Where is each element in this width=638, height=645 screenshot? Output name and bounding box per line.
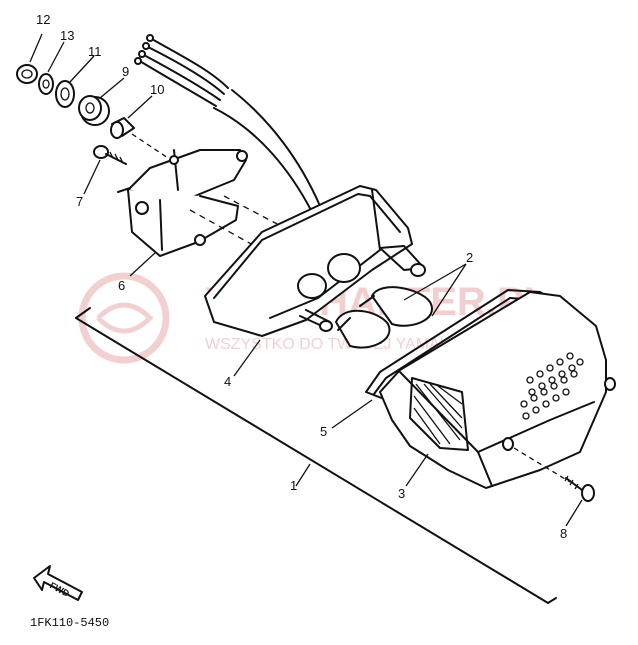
- assembly-frame-line: [75, 307, 549, 604]
- callout-5: 5: [320, 424, 327, 439]
- nut-part-12: [16, 64, 38, 84]
- fwd-label: FWD: [48, 580, 71, 599]
- washer-part-13: [38, 73, 54, 95]
- collar-part-10: [110, 117, 135, 139]
- bulb-part-2: [335, 286, 433, 349]
- callout-6: 6: [118, 278, 125, 293]
- wire-harness: [134, 34, 321, 213]
- lens-reflector-grid: [520, 352, 584, 420]
- callout-7: 7: [76, 194, 83, 209]
- callout-9: 9: [122, 64, 129, 79]
- part-code: 1FK110-5450: [30, 616, 109, 630]
- screw-part-7: [93, 145, 127, 165]
- bracket-part-6: [117, 149, 248, 257]
- grommet-part-9: [78, 95, 110, 126]
- watermark-logo-icon: [78, 272, 170, 364]
- callout-11: 11: [88, 44, 102, 59]
- leader-lines: [29, 33, 583, 527]
- washer-part-11: [55, 80, 75, 108]
- lamp-base-part-4: [204, 185, 426, 337]
- callouts: 12 13 11 9 10 7 6 4 2 5 3 1 8: [36, 12, 567, 541]
- callout-12: 12: [36, 12, 50, 27]
- lens-part-3: [379, 291, 616, 489]
- callout-8: 8: [560, 526, 567, 541]
- callout-3: 3: [398, 486, 405, 501]
- callout-10: 10: [150, 82, 164, 97]
- callout-2: 2: [466, 250, 473, 265]
- fwd-arrow-icon: FWD: [33, 565, 83, 601]
- callout-1: 1: [290, 478, 297, 493]
- callout-13: 13: [60, 28, 74, 43]
- screw-part-8: [513, 447, 595, 502]
- callout-4: 4: [224, 374, 231, 389]
- watermark-tagline: WSZYSTKO DO TWOJEJ YAMAHA: [205, 336, 462, 353]
